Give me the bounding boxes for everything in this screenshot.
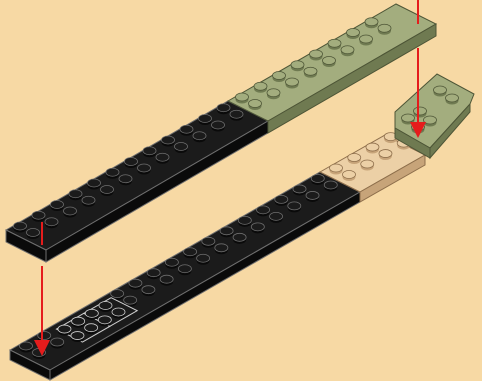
upper-beam [4, 3, 438, 263]
stud [128, 278, 143, 290]
stud [445, 93, 459, 105]
stud [142, 146, 157, 158]
stud [146, 268, 161, 280]
stud [111, 307, 126, 319]
stud [346, 28, 360, 39]
stud [340, 45, 355, 57]
stud [155, 152, 170, 164]
stud [159, 274, 174, 286]
stud [322, 56, 336, 67]
lower-beam-tan-front [359, 154, 426, 203]
stud [70, 331, 85, 343]
upper-beam-studs [13, 17, 392, 239]
arrow-head-icon [410, 122, 426, 138]
stud [97, 315, 112, 327]
stud [192, 131, 207, 143]
stud [266, 88, 281, 100]
stud [50, 200, 64, 211]
wedge-side-face [429, 102, 471, 160]
stud [63, 206, 77, 218]
stud [183, 247, 198, 259]
stud [323, 180, 338, 192]
stud [292, 184, 307, 196]
stud [219, 226, 234, 238]
stud [105, 167, 120, 179]
lower-beam [8, 132, 427, 381]
stud [98, 301, 113, 312]
stud [360, 159, 375, 171]
stud [347, 153, 362, 165]
stud [57, 324, 72, 336]
stud [327, 38, 342, 50]
stud [174, 142, 188, 153]
stud [164, 257, 179, 269]
stud [81, 195, 96, 207]
stud [364, 17, 379, 29]
stud [68, 189, 83, 201]
stud [377, 23, 392, 35]
upper-beam-green-front [267, 23, 437, 134]
stud [310, 174, 325, 185]
stud [13, 221, 27, 233]
stud [31, 210, 46, 222]
stud [50, 337, 65, 349]
stud [329, 163, 343, 175]
stud [177, 264, 192, 276]
stud [211, 120, 225, 132]
stud [274, 195, 289, 206]
arrows [34, 0, 426, 356]
stud [235, 92, 249, 104]
stud [423, 115, 437, 127]
stud [303, 66, 318, 78]
stud [201, 236, 216, 248]
stud [413, 106, 427, 118]
stud [100, 185, 114, 196]
stud [198, 114, 212, 125]
stud [359, 34, 373, 46]
stud [110, 289, 125, 301]
stud [253, 81, 268, 93]
stud [305, 191, 320, 202]
stud [196, 253, 211, 265]
stud [272, 71, 286, 82]
stud [87, 178, 101, 190]
stud [71, 316, 86, 328]
stud [365, 142, 380, 154]
stud [269, 211, 283, 223]
stud [229, 109, 244, 121]
stud [287, 201, 302, 213]
stud [84, 323, 99, 335]
stud [309, 49, 323, 61]
stud [256, 205, 270, 217]
stud [44, 217, 59, 229]
black-2x2-plates [55, 297, 139, 343]
stud [137, 163, 151, 175]
stud [118, 174, 133, 186]
stud [19, 341, 33, 353]
stud [378, 149, 393, 161]
stud [285, 77, 299, 89]
stud [141, 285, 156, 297]
stud [290, 60, 305, 72]
stud [179, 124, 194, 136]
stud [237, 215, 252, 227]
stud [26, 228, 40, 239]
stud [214, 243, 229, 255]
stud [84, 308, 99, 320]
stud [383, 132, 398, 144]
stud [342, 170, 356, 181]
stud [161, 135, 175, 147]
stud [123, 295, 138, 307]
stud [433, 85, 447, 97]
stud [250, 222, 265, 234]
stud [124, 157, 138, 168]
stud [248, 99, 262, 110]
arrow-head-icon [34, 340, 50, 356]
stud [216, 103, 231, 115]
stud [232, 232, 247, 244]
